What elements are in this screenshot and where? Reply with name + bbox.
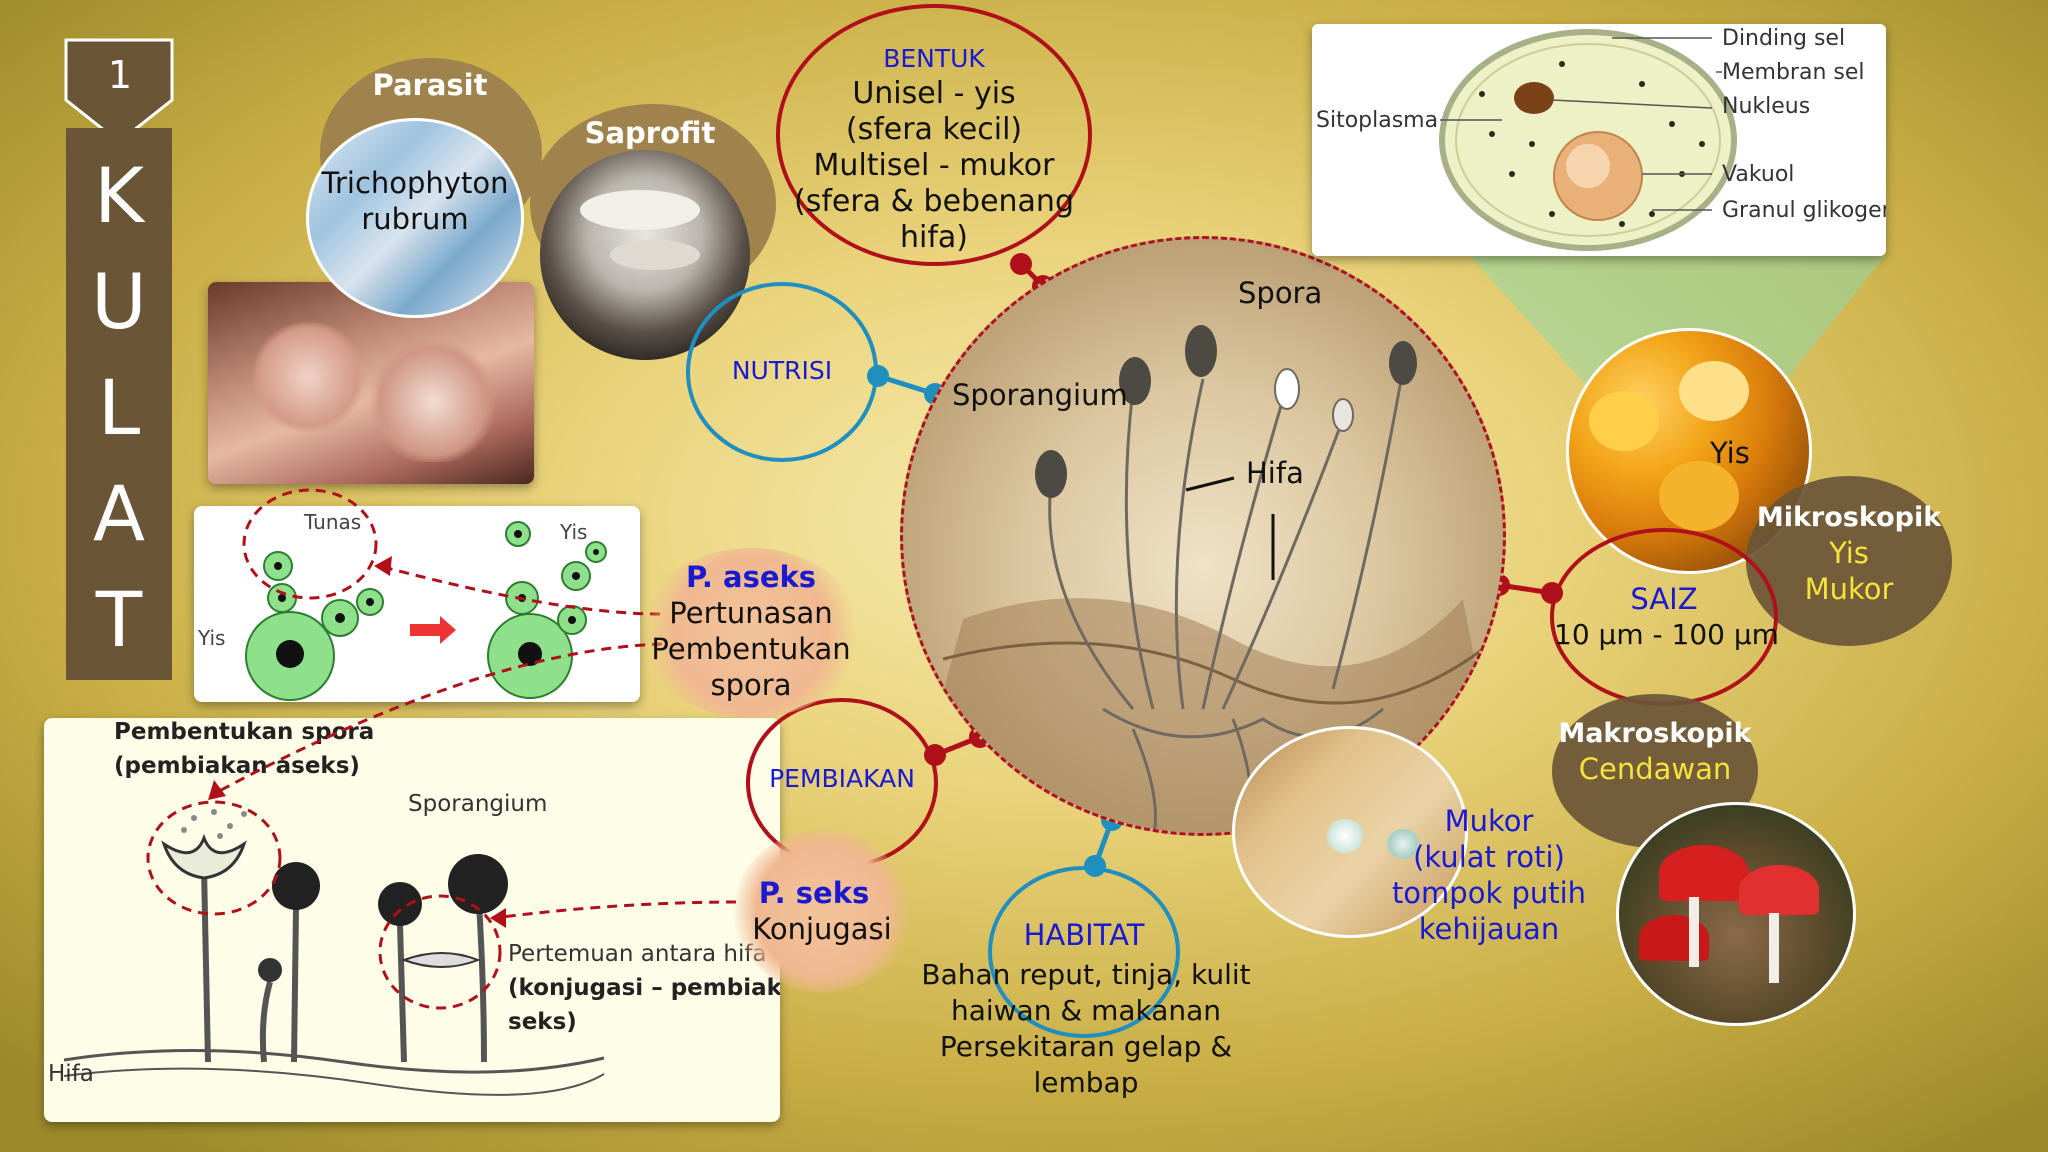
title-letter-a: A <box>93 469 145 558</box>
saprofit-label: Saprofit <box>584 116 716 150</box>
habitat-line2: haiwan & makanan <box>950 994 1222 1027</box>
repro-hifa-label: Hifa <box>48 1061 94 1087</box>
title-letter-k: K <box>94 151 144 240</box>
mukor-line4: kehijauan <box>1418 912 1560 946</box>
bentuk-line4: (sfera & bebenang <box>794 184 1074 219</box>
yis-photo-label: Yis <box>1710 436 1750 470</box>
trichophyton-line2: rubrum <box>361 202 469 236</box>
bread-mould-photo <box>1232 726 1468 938</box>
repro-title1: Pembentukan spora <box>114 719 375 745</box>
spora-label: Spora <box>1238 276 1323 310</box>
nutrisi-circle <box>686 282 878 462</box>
seks-blob <box>734 830 910 992</box>
cell-diagram: Dinding sel Membran sel Nukleus Sitoplas… <box>1312 24 1886 256</box>
sitoplasma-label: Sitoplasma <box>1316 108 1439 133</box>
yis-right-label: Yis <box>560 520 588 544</box>
cell-drawing <box>1439 29 1737 251</box>
bentuk-line3: Multisel - mukor <box>813 148 1055 183</box>
repro-title2: (pembiakan aseks) <box>114 753 360 779</box>
parasit-label: Parasit <box>372 68 488 102</box>
saiz-range: 10 µm - 100 µm <box>1554 618 1779 651</box>
nukleus-label: Nukleus <box>1722 94 1811 119</box>
vakuol-label: Vakuol <box>1722 162 1795 187</box>
bentuk-line2: (sfera kecil) <box>845 112 1023 147</box>
mikroskopik-circle <box>1746 476 1952 646</box>
habitat-line3: Persekitaran gelap & <box>939 1030 1233 1063</box>
tunas-label: Tunas <box>304 510 362 534</box>
bentuk-line5: hifa) <box>900 220 968 255</box>
sporangium-label: Sporangium <box>952 378 1128 412</box>
title-bar: K U L A T <box>66 128 172 680</box>
title-letter-l: L <box>97 363 141 452</box>
habitat-line1: Bahan reput, tinja, kulit <box>921 958 1251 991</box>
fingernail-photo <box>208 282 534 484</box>
badge-shape <box>64 38 174 144</box>
mikroskopik-item-yis: Yis <box>1829 536 1869 570</box>
repro-sporangium-label: Sporangium <box>408 791 548 817</box>
badge-number: 1 <box>107 53 133 97</box>
pembiakan-label: PEMBIAKAN <box>769 764 915 793</box>
nutrisi-label: NUTRISI <box>731 356 833 385</box>
oyster-mushroom-photo <box>540 150 750 360</box>
reproduction-diagram: Pembentukan spora (pembiakan aseks) Spor… <box>44 718 780 1122</box>
saiz-label: SAIZ <box>1630 582 1698 616</box>
aseks-line1: Pertunasan <box>669 596 833 630</box>
yis-left-label: Yis <box>198 626 226 650</box>
dinding-sel-label: Dinding sel <box>1722 26 1846 51</box>
hifa-pointer <box>1185 476 1235 492</box>
title-letter-u: U <box>91 257 147 346</box>
bentuk-heading: BENTUK <box>883 44 985 73</box>
granul-glikogen-label: Granul glikogen <box>1722 198 1886 223</box>
makroskopik-title: Makroskopik <box>1558 718 1752 749</box>
amanita-photo <box>1616 802 1856 1026</box>
mikroskopik-item-mukor: Mukor <box>1804 572 1894 606</box>
mukor-line2: (kulat roti) <box>1413 840 1565 874</box>
budding-yeast-diagram: Tunas Yis Yis <box>194 506 640 702</box>
repro-pertemuan-label: Pertemuan antara hifa <box>508 941 767 967</box>
repro-konjugasi-line2: seks) <box>508 1009 577 1035</box>
aseks-line2: Pembentukan <box>651 632 851 666</box>
trichophyton-photo <box>306 118 524 318</box>
seks-line1: Konjugasi <box>752 912 892 946</box>
trichophyton-line1: Trichophyton <box>321 166 509 200</box>
aseks-title: P. aseks <box>685 560 817 594</box>
reproduction-drawing <box>63 809 605 1096</box>
habitat-label: HABITAT <box>1023 918 1145 952</box>
budding-drawing <box>245 521 607 701</box>
mukor-line3: tompok putih <box>1391 876 1587 910</box>
aseks-line3: spora <box>710 668 792 702</box>
membran-sel-label: Membran sel <box>1722 60 1865 85</box>
seks-title: P. seks <box>758 876 870 910</box>
mukor-line1: Mukor <box>1444 804 1534 838</box>
habitat-circle <box>988 866 1180 1038</box>
title-letter-t: T <box>95 575 143 664</box>
habitat-line4: lembap <box>1033 1066 1139 1099</box>
hifa-label: Hifa <box>1246 456 1304 490</box>
makroskopik-item-cendawan: Cendawan <box>1578 752 1732 786</box>
repro-konjugasi-line1: (konjugasi – pembiakan <box>508 975 780 1001</box>
bentuk-circle <box>776 4 1092 266</box>
hifa-pointer-2 <box>1271 514 1275 580</box>
aseks-blob <box>640 548 862 718</box>
bentuk-line1: Unisel - yis <box>852 76 1016 111</box>
mikroskopik-title: Mikroskopik <box>1756 502 1942 533</box>
